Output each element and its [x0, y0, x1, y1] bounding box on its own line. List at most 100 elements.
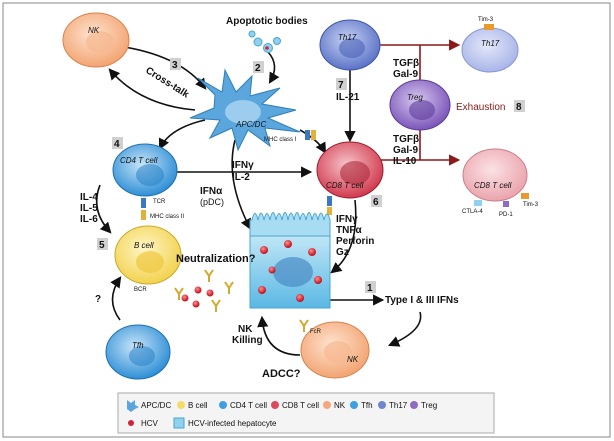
arrow-tfh-to-bcell — [110, 276, 122, 321]
legend-apc-swatch — [127, 400, 139, 412]
apoptotic-bodies-label: Apoptotic bodies — [226, 16, 308, 27]
legend-hepatocyte-swatch — [173, 417, 185, 429]
bcr-label: BCR — [134, 287, 147, 293]
cd4-label: CD4 T cell — [120, 156, 158, 165]
nk-bottom-label: NK — [347, 355, 359, 364]
legend-hepatocyte: HCV-infected hepatocyte — [188, 419, 277, 428]
il10-label: IL-10 — [393, 156, 417, 167]
effector-label-4: Gz — [336, 247, 349, 258]
neutralization-label: Neutralization? — [176, 253, 256, 265]
cd8-label: CD8 T cell — [326, 181, 364, 190]
tcr-label: TCR — [153, 199, 166, 205]
cd8-exhausted-label: CD8 T cell — [474, 181, 512, 190]
ctla4-label: CTLA-4 — [462, 209, 483, 215]
arrow-apc-to-cd4 — [158, 119, 206, 151]
legend-cd8: CD8 T cell — [282, 401, 319, 410]
tcr-mhc2-receptor: TCR MHC class II — [141, 198, 184, 220]
ifng-il2-label-1: IFNγ — [232, 160, 254, 171]
effector-label-3: Perforin — [336, 236, 374, 247]
tim3-bottom-label: Tim-3 — [523, 202, 539, 208]
step-7: 7 — [338, 80, 344, 91]
legend-cd8-swatch — [271, 401, 279, 409]
legend-cd4: CD4 T cell — [230, 401, 267, 410]
cd8-t-cell: CD8 T cell — [316, 141, 384, 215]
step-4: 4 — [114, 139, 120, 150]
nk-killing-label-2: Killing — [232, 335, 263, 346]
b-cell: B cell BCR — [114, 225, 182, 293]
step-8: 8 — [516, 102, 522, 113]
legend-bcell: B cell — [188, 401, 208, 410]
arrow-apoptotic-to-apc — [267, 51, 280, 84]
mhc1-label: MHC class I — [264, 137, 297, 143]
legend-nk-swatch — [323, 401, 331, 409]
il4-label: IL-4 — [80, 192, 98, 203]
cd4-t-cell: CD4 T cell — [112, 143, 178, 197]
step-3: 3 — [172, 60, 178, 71]
mhc-class-1-receptor: MHC class I — [264, 130, 316, 143]
arrow-apc-to-nk — [108, 68, 196, 111]
tfh-cell: Tfh — [105, 324, 171, 380]
arrow-apc-to-hepatocyte — [231, 139, 252, 230]
tim3-top-label: Tim-3 — [478, 17, 494, 23]
legend-tfh: Tfh — [361, 401, 373, 410]
nk-top-label: NK — [88, 26, 100, 35]
effector-label-1: IFNγ — [336, 214, 358, 225]
legend-hcv: HCV — [141, 419, 159, 428]
fcr-label: FcR — [310, 329, 322, 335]
exhausted-cd8-cell: CD8 T cell CTLA-4 PD-1 Tim-3 — [462, 148, 539, 218]
step-6: 6 — [373, 197, 379, 208]
legend-th17: Th17 — [389, 401, 408, 410]
step-5: 5 — [99, 240, 105, 251]
effector-label-2: TNFα — [336, 225, 362, 236]
bcell-label: B cell — [134, 241, 154, 250]
gal9-bottom-label: Gal-9 — [393, 145, 418, 156]
ifna-label-1: IFNα — [200, 186, 223, 197]
mhc2-label: MHC class II — [150, 214, 184, 220]
legend-th17-swatch — [378, 401, 386, 409]
step-numbers: 1 2 3 4 5 6 7 8 — [97, 58, 525, 294]
apc-label: APC/DC — [235, 120, 266, 129]
arrow-cd4-to-bcell — [95, 184, 112, 234]
legend-cd4-swatch — [219, 401, 227, 409]
legend-hcv-swatch — [128, 420, 134, 426]
pd1-label: PD-1 — [499, 212, 513, 218]
legend-treg-swatch — [410, 401, 418, 409]
legend-tfh-swatch — [350, 401, 358, 409]
treg-label: Treg — [407, 93, 423, 102]
il6-label: IL-6 — [80, 214, 98, 225]
arrow-nk-to-hepatocyte — [257, 315, 301, 356]
adcc-label: ADCC? — [262, 368, 301, 380]
antibodies-and-virions — [174, 269, 234, 312]
ifna-label-2: (pDC) — [200, 197, 224, 207]
legend: APC/DC B cell CD4 T cell CD8 T cell NK T… — [117, 392, 495, 434]
th17-cell: Th17 — [319, 19, 381, 71]
arrows — [95, 45, 422, 356]
question-label: ? — [95, 294, 101, 305]
treg-cell: Treg — [389, 79, 451, 131]
th17-label: Th17 — [338, 33, 357, 42]
step-1: 1 — [367, 283, 373, 294]
tgf-bottom-label: TGFβ — [393, 134, 419, 145]
apc-dendritic-cell: APC/DC — [189, 68, 301, 152]
legend-apc: APC/DC — [141, 401, 171, 410]
tfh-label: Tfh — [132, 341, 144, 350]
infected-hepatocyte — [249, 212, 331, 309]
exhaustion-label: Exhaustion — [456, 102, 505, 113]
th17-exhausted-label: Th17 — [481, 39, 500, 48]
arrow-apc-to-cd8 — [299, 129, 327, 154]
legend-nk: NK — [334, 401, 346, 410]
nk-killing-label-1: NK — [238, 324, 253, 335]
nk-cell-top: NK — [62, 12, 130, 68]
il21-label: IL-21 — [336, 92, 360, 103]
legend-treg: Treg — [421, 401, 437, 410]
legend-bcell-swatch — [177, 401, 185, 409]
gal9-top-label: Gal-9 — [393, 69, 418, 80]
step-2: 2 — [255, 63, 261, 74]
ifng-il2-label-2: IL-2 — [232, 172, 250, 183]
exhausted-th17-cell: Tim-3 Th17 — [461, 17, 519, 73]
apoptotic-bodies: Apoptotic bodies — [226, 16, 308, 53]
type-ifns-label: Type I & III IFNs — [385, 295, 459, 306]
il5-label: IL-5 — [80, 203, 98, 214]
tgf-top-label: TGFβ — [393, 58, 419, 69]
